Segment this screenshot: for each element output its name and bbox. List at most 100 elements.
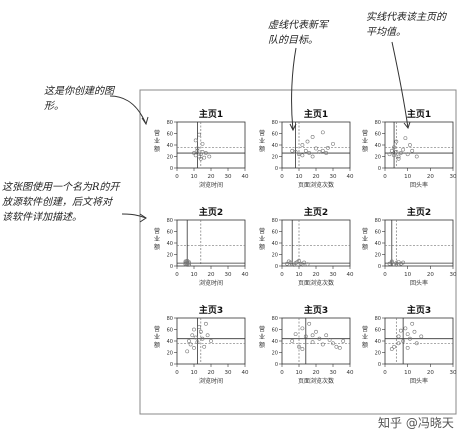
y-tick-label: 60 [167,132,173,138]
data-point [396,262,401,267]
data-point [414,154,419,159]
y-axis-label-char: 营 [362,325,368,333]
x-tick-label: 20 [313,174,320,180]
data-point [303,334,308,339]
data-point [310,135,315,139]
data-point [394,261,399,266]
data-point [186,262,191,267]
data-point [398,151,403,155]
data-point [305,262,310,267]
data-point [300,262,305,267]
data-point [392,262,396,267]
panel-title: 主页2 [304,206,328,218]
data-point [297,344,301,349]
y-axis-label-char: 额 [154,145,160,153]
x-axis-label: 浏览时间 [199,279,223,287]
x-tick-label: 30 [330,174,337,180]
plot-box [384,121,454,169]
x-tick-label: 40 [242,272,249,278]
data-point [202,155,207,160]
data-point [314,329,318,334]
plot-box [176,121,246,169]
y-tick-label: 60 [272,132,278,138]
y-tick-label: 40 [375,241,381,247]
x-tick-label: 30 [225,174,232,180]
y-tick-label: 80 [272,218,278,224]
data-point [320,148,325,153]
data-point [193,138,198,143]
data-point [405,152,410,157]
data-point [290,262,295,267]
data-point [408,336,412,341]
y-tick-label: 20 [272,253,278,259]
data-point [396,341,401,346]
data-point [317,149,322,154]
data-point [198,329,203,334]
x-tick-label: 30 [225,272,232,278]
data-point [291,262,296,267]
y-axis-label-char: 业 [259,137,265,145]
y-tick-label: 20 [167,253,173,259]
data-point [327,337,332,342]
panel-title: 主页3 [199,304,223,316]
data-point [185,349,190,354]
data-point [198,156,203,161]
x-tick-label: 20 [427,272,434,278]
y-axis-label-char: 额 [154,243,160,251]
data-point [310,333,315,338]
watermark: 知乎 @冯晓天 [378,416,454,430]
figure-note: 这是你创建的图形。 [44,86,114,112]
x-tick-label: 0 [175,174,179,180]
data-point [293,149,298,154]
y-tick-label: 40 [375,143,381,149]
y-axis-label-char: 业 [362,235,368,243]
y-axis-label: 营业额 [259,227,265,251]
data-point [200,336,205,341]
x-tick-label: 20 [208,174,215,180]
data-point [398,261,403,266]
x-axis-label: 浏览时间 [199,181,223,189]
data-point [193,335,198,340]
data-point [307,321,312,326]
data-point [396,334,401,339]
y-tick-label: 0 [170,166,173,172]
y-tick-label: 80 [167,218,173,224]
y-tick-label: 40 [167,143,173,149]
y-axis-label: 营业额 [154,227,160,251]
data-point [341,339,346,343]
x-tick-label: 10 [404,174,411,180]
x-tick-label: 10 [296,174,303,180]
y-axis-label: 营业额 [154,129,160,153]
x-tick-label: 20 [208,370,215,376]
y-tick-label: 0 [170,362,173,368]
x-tick-label: 40 [347,174,354,180]
data-point [195,148,200,153]
y-tick-label: 60 [167,328,173,334]
y-axis-label: 营业额 [362,227,368,251]
data-point [387,261,392,266]
data-point [192,345,196,350]
arrow-package-note [121,213,147,219]
data-point [419,334,424,339]
x-tick-label: 20 [313,272,320,278]
data-point [414,341,419,346]
x-tick-label: 40 [347,272,354,278]
data-point [389,259,394,264]
data-point [410,321,415,326]
y-tick-label: 60 [272,328,278,334]
annotation-arrows [109,41,411,223]
x-tick-label: 40 [242,370,249,376]
data-point [209,339,213,343]
data-point [331,341,335,346]
y-tick-label: 60 [167,230,173,236]
y-tick-label: 80 [375,218,381,224]
y-axis-label: 营业额 [154,325,160,349]
x-axis-label: 页面浏览次数 [298,181,334,189]
y-axis-label-char: 营 [362,129,368,137]
x-tick-label: 20 [427,370,434,376]
y-axis-label-char: 营 [259,129,265,137]
data-point [331,141,335,146]
data-point [405,332,410,337]
